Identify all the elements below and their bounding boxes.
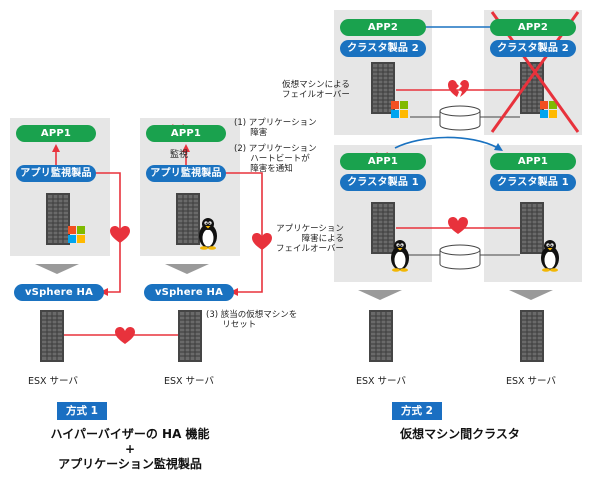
server-icon [368,309,394,363]
app1-pill: APP1 [16,125,96,142]
method-2-badge: 方式 2 [392,402,442,420]
app1-pill-active: APP1 [490,153,576,170]
shared-disk-icon [439,105,481,131]
esx-server-label: ESX サーバ [28,376,78,387]
esx-server-label: ESX サーバ [506,376,556,387]
note-reset: (3) 該当の仮想マシンを リセット [206,310,298,330]
method-1-caption-line1: ハイパーバイザーの HA 機能 [50,427,210,441]
esx-server-label: ESX サーバ [164,376,214,387]
esx-server-label: ESX サーバ [356,376,406,387]
vsphere-ha-pill-2: vSphere HA [144,284,234,301]
server-icon [177,309,203,363]
app1-failed-pill: APP1 [146,125,226,142]
app-monitor-product-pill: アプリ監視製品 [16,165,96,182]
note-heartbeat: (2) アプリケーション ハートビートが 障害を通知 [234,144,317,174]
vm-failover-note: 仮想マシンによる フェイルオーバー [282,80,350,100]
app-failover-note: アプリケーション 障害による フェイルオーバー [276,224,344,254]
app2-pill-active: APP2 [340,19,426,36]
server-icon [175,192,201,246]
server-icon [519,201,545,255]
method-2-caption: 仮想マシン間クラスタ [400,427,520,441]
server-icon [39,309,65,363]
heart-icon [115,326,135,344]
method-1-caption-line2: アプリケーション監視製品 [58,457,202,471]
vsphere-ha-pill: vSphere HA [14,284,104,301]
server-icon [519,309,545,363]
down-arrow-icon [35,264,79,274]
down-arrow-icon [358,290,402,300]
shared-disk-icon [439,244,481,270]
windows-logo-icon [68,226,85,243]
linux-penguin-icon [199,218,217,250]
method-1-caption-plus: + [124,442,136,456]
note-app-failure: (1) アプリケーション 障害 [234,118,317,138]
down-arrow-icon [165,264,209,274]
heart-icon [448,216,468,234]
app2-pill-failed: APP2 [490,19,576,36]
down-arrow-icon [509,290,553,300]
cluster-product-2-pill-active: クラスタ製品 2 [340,40,426,57]
server-icon [45,192,71,246]
server-icon [370,201,396,255]
app-monitor-product-pill-2: アプリ監視製品 [146,165,226,182]
cluster-product-2-pill-failed: クラスタ製品 2 [490,40,576,57]
method-1-badge: 方式 1 [57,402,107,420]
app1-pill-failed: APP1 [340,153,426,170]
watch-label: 監視 [170,150,189,160]
cluster-product-1-pill-2: クラスタ製品 1 [490,174,576,191]
broken-heart-icon [448,79,469,97]
cluster-product-1-pill: クラスタ製品 1 [340,174,426,191]
